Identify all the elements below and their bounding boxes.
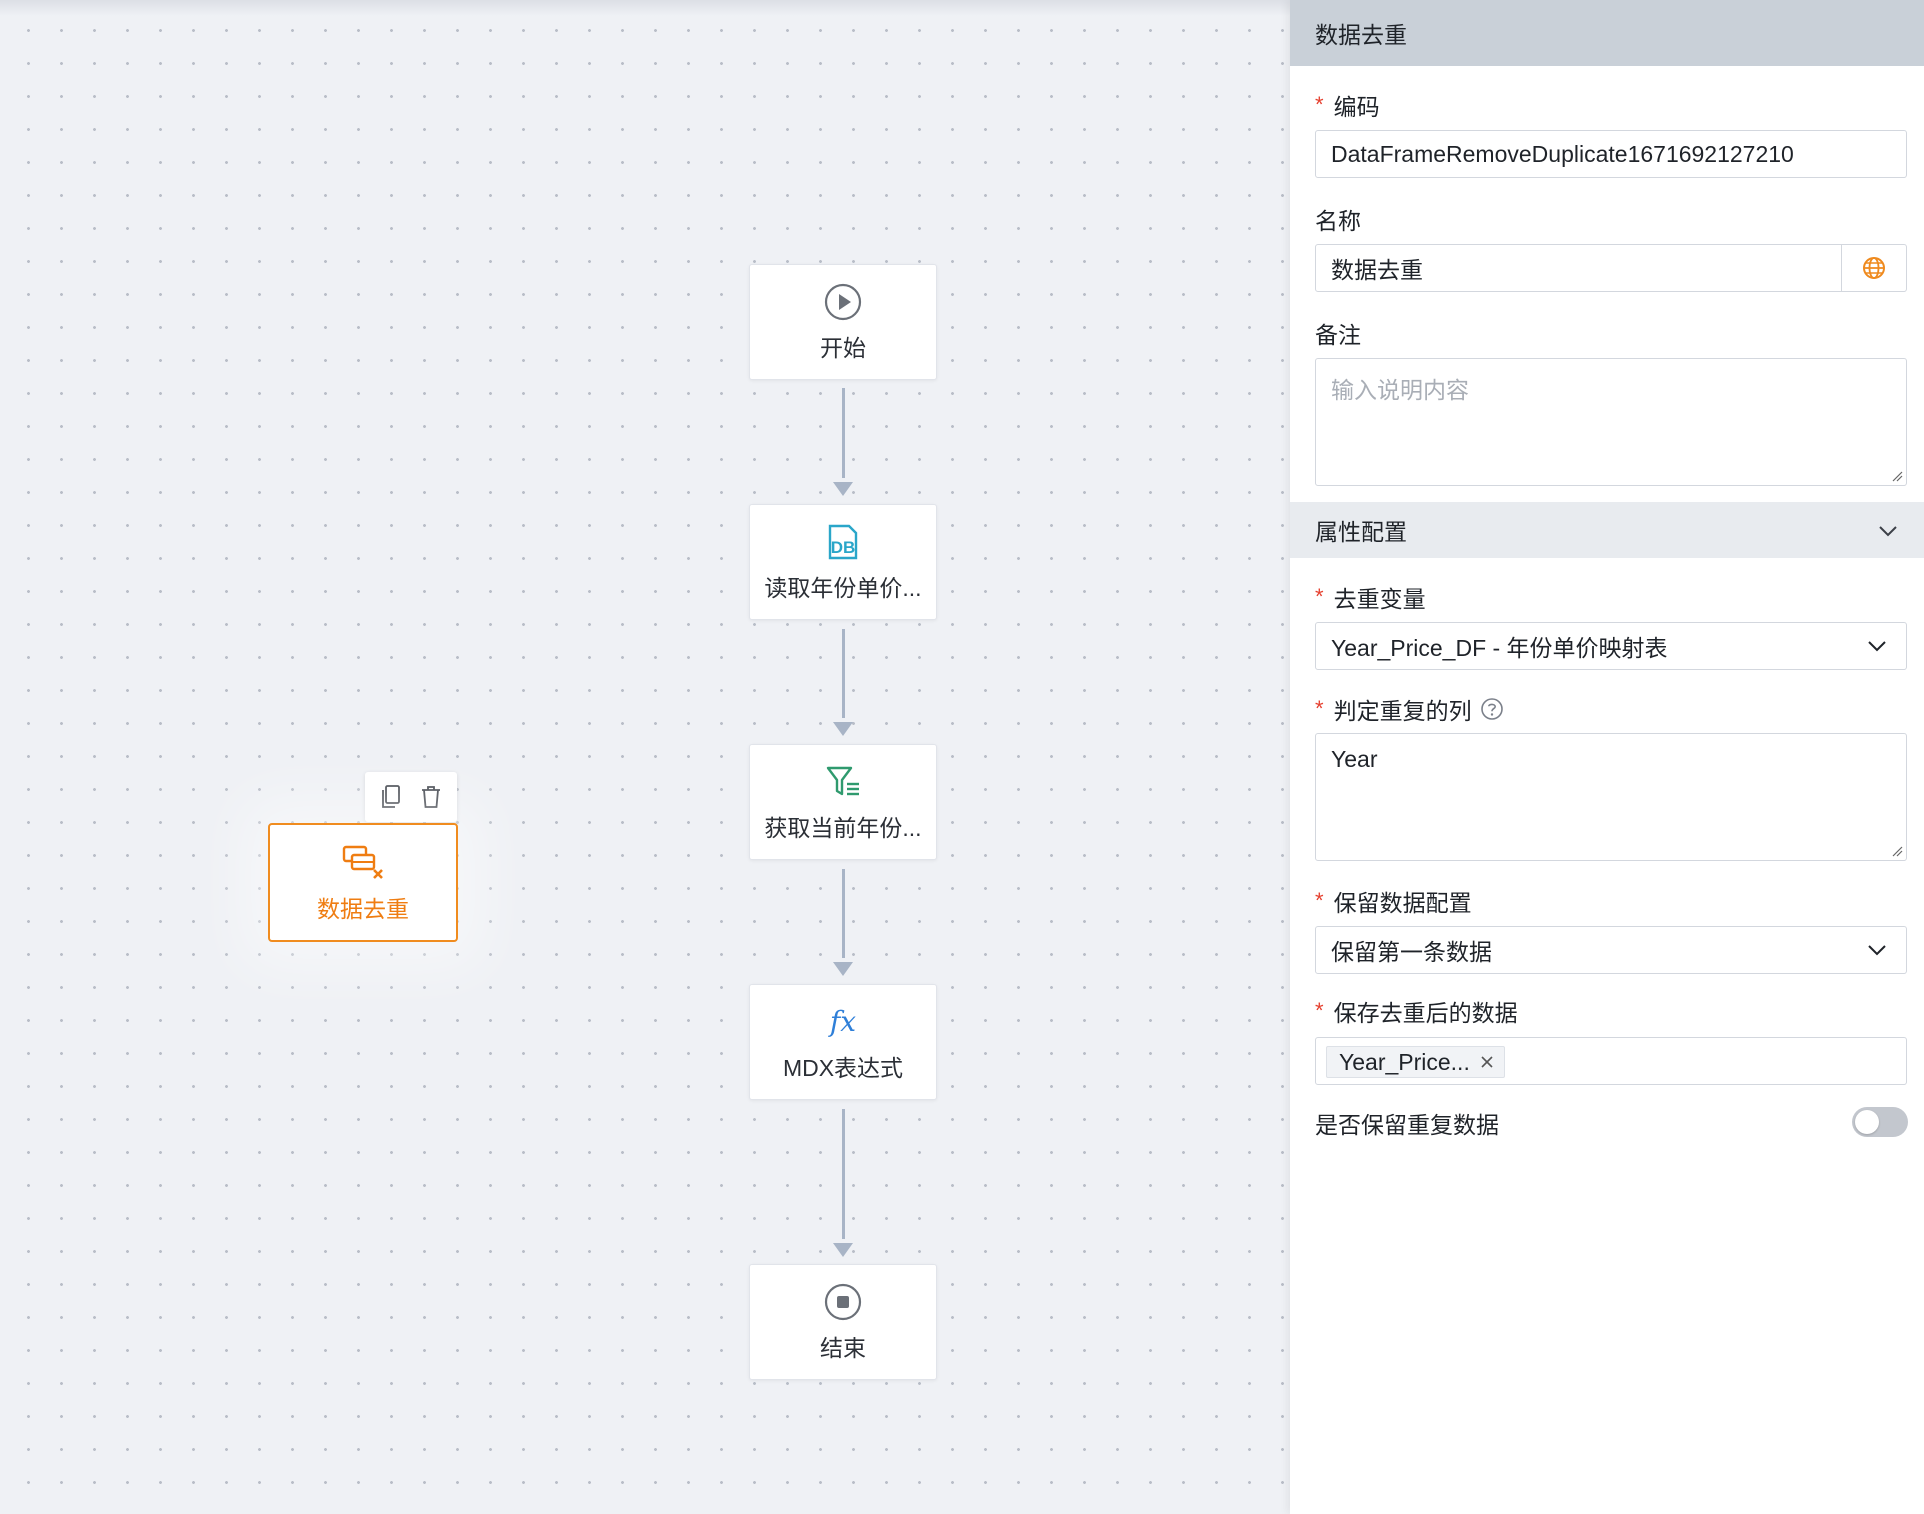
required-mark: * (1315, 584, 1324, 609)
close-icon[interactable] (1480, 1055, 1494, 1069)
node-label: 读取年份单价... (764, 575, 922, 601)
keep-config-label-text: 保留数据配置 (1333, 890, 1472, 916)
dedup-var-label-text: 去重变量 (1333, 586, 1426, 612)
trash-icon[interactable] (415, 781, 447, 813)
node-label: 开始 (820, 335, 866, 361)
chevron-down-icon (1879, 526, 1897, 537)
edge-start-read (842, 388, 845, 478)
edge-arrow (833, 1243, 853, 1257)
globe-icon[interactable] (1841, 245, 1906, 291)
save-result-label: * 保存去重后的数据 (1315, 994, 1518, 1028)
code-value: DataFrameRemoveDuplicate1671692127210 (1331, 140, 1794, 167)
section-title: 属性配置 (1315, 519, 1407, 545)
name-value: 数据去重 (1331, 257, 1423, 283)
remark-textarea[interactable]: 输入说明内容 (1315, 358, 1907, 486)
node-filter[interactable]: 获取当前年份... (749, 744, 937, 860)
keep-config-select[interactable]: 保留第一条数据 (1315, 926, 1907, 974)
section-property-config[interactable]: 属性配置 (1290, 502, 1924, 558)
node-label: 获取当前年份... (764, 815, 922, 841)
selected-tag: Year_Price... (1326, 1046, 1505, 1078)
dedup-var-label: * 去重变量 (1315, 580, 1426, 614)
edge-arrow (833, 482, 853, 496)
edge-arrow (833, 722, 853, 736)
help-circle-icon[interactable] (1480, 697, 1504, 721)
dup-columns-label: * 判定重复的列 (1315, 692, 1504, 726)
panel-title: 数据去重 (1290, 0, 1924, 66)
dedup-table-icon (340, 842, 386, 884)
code-input[interactable]: DataFrameRemoveDuplicate1671692127210 (1315, 130, 1907, 178)
node-label: 数据去重 (317, 895, 409, 922)
properties-panel: 数据去重 * 编码 DataFrameRemoveDuplicate167169… (1290, 0, 1924, 1514)
required-mark: * (1315, 998, 1324, 1023)
toggle-knob (1855, 1110, 1879, 1134)
dup-columns-label-text: 判定重复的列 (1333, 698, 1472, 724)
fx-icon: fx (822, 1001, 864, 1043)
keep-dup-label: 是否保留重复数据 (1315, 1106, 1499, 1140)
name-label: 名称 (1315, 202, 1361, 236)
remark-placeholder: 输入说明内容 (1331, 377, 1469, 403)
edge-arrow (833, 962, 853, 976)
tag-label: Year_Price... (1339, 1048, 1470, 1075)
stop-circle-icon (822, 1281, 864, 1323)
node-mdx[interactable]: fx MDX表达式 (749, 984, 937, 1100)
node-start[interactable]: 开始 (749, 264, 937, 380)
name-input[interactable]: 数据去重 (1315, 244, 1907, 292)
keep-config-value: 保留第一条数据 (1331, 939, 1492, 965)
name-label-text: 名称 (1315, 208, 1361, 234)
flow-canvas[interactable]: 开始 DB 读取年份单价... 获取当前年份... fx (0, 0, 1290, 1514)
dup-columns-value: Year (1331, 746, 1378, 772)
node-dedup-selected[interactable]: 数据去重 (268, 823, 458, 942)
chevron-down-icon (1868, 641, 1886, 652)
keep-dup-label-text: 是否保留重复数据 (1315, 1112, 1499, 1138)
canvas-top-edge (0, 0, 1290, 16)
remark-label-text: 备注 (1315, 322, 1361, 348)
edge-filter-mdx (842, 869, 845, 958)
save-result-label-text: 保存去重后的数据 (1333, 1000, 1518, 1026)
edge-mdx-end (842, 1109, 845, 1239)
db-icon: DB (822, 521, 864, 563)
save-result-select[interactable]: Year_Price... (1315, 1037, 1907, 1085)
resize-grip-icon[interactable] (1891, 845, 1903, 857)
code-label-text: 编码 (1333, 94, 1380, 120)
code-label: * 编码 (1315, 88, 1380, 122)
required-mark: * (1315, 696, 1324, 721)
svg-text:DB: DB (831, 538, 856, 557)
resize-grip-icon[interactable] (1891, 470, 1903, 482)
dedup-var-value: Year_Price_DF - 年份单价映射表 (1331, 635, 1668, 661)
keep-dup-toggle[interactable] (1852, 1107, 1908, 1137)
node-read-data[interactable]: DB 读取年份单价... (749, 504, 937, 620)
node-label: 结束 (820, 1335, 866, 1361)
keep-config-label: * 保留数据配置 (1315, 884, 1472, 918)
chevron-down-icon (1868, 945, 1886, 956)
remark-label: 备注 (1315, 316, 1361, 350)
dup-columns-textarea[interactable]: Year (1315, 733, 1907, 861)
required-mark: * (1315, 92, 1324, 117)
svg-text:fx: fx (828, 1005, 856, 1038)
node-toolbar (365, 772, 457, 822)
node-label: MDX表达式 (782, 1055, 904, 1081)
node-end[interactable]: 结束 (749, 1264, 937, 1380)
copy-icon[interactable] (375, 781, 407, 813)
play-circle-icon (822, 281, 864, 323)
filter-list-icon (822, 761, 864, 803)
edge-read-filter (842, 629, 845, 718)
required-mark: * (1315, 888, 1324, 913)
dedup-var-select[interactable]: Year_Price_DF - 年份单价映射表 (1315, 622, 1907, 670)
